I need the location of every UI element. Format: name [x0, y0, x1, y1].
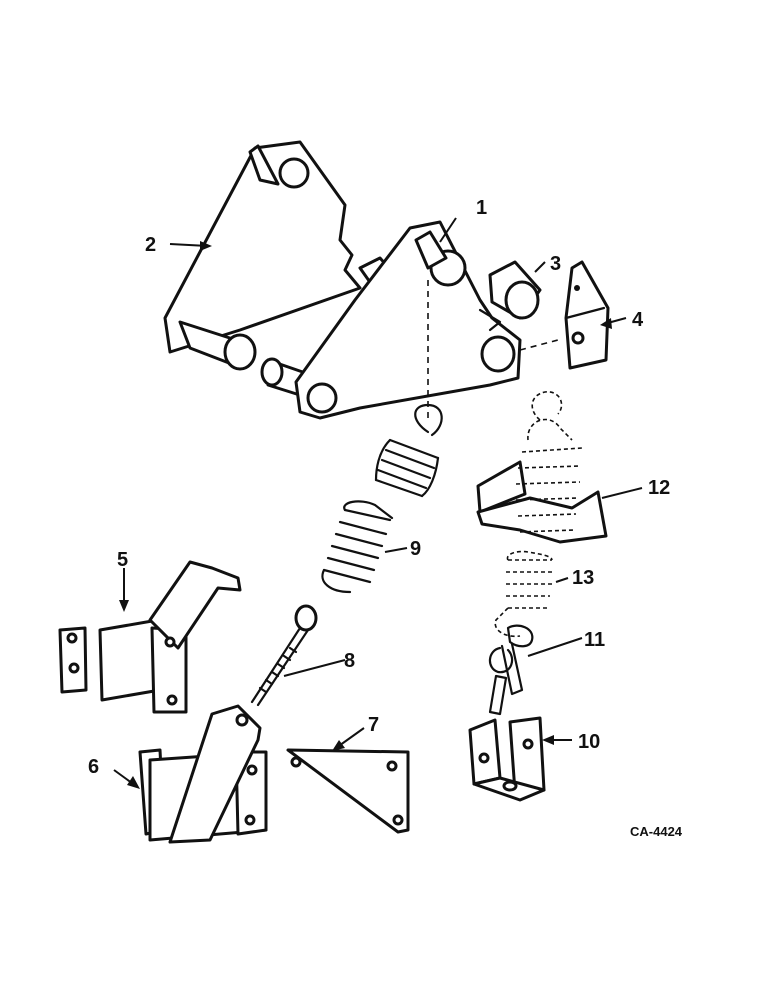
callout-1: 1: [476, 197, 487, 219]
callout-6: 6: [88, 756, 99, 778]
part-3-bushing: [488, 260, 542, 320]
callout-10: 10: [578, 731, 600, 753]
callout-9: 9: [410, 538, 421, 560]
part-13-spring: [494, 550, 553, 638]
callout-leaders: [113, 217, 643, 789]
alignment-guides: [427, 280, 559, 420]
callout-8: 8: [344, 650, 355, 672]
part-7-gusset-plate: [286, 748, 410, 834]
part-8-eye-bolt: [250, 604, 318, 707]
callout-labels: 1 2 3 4 5 6 7 8 9 10 11 12 13 CA-4424: [88, 197, 683, 839]
part-2-rear-bracket-plate: [163, 140, 362, 354]
callout-12: 12: [648, 477, 670, 499]
part-9-spring: [321, 500, 394, 594]
part-11-chain: [488, 624, 534, 716]
upper-tension-spring: [374, 403, 443, 498]
part-6-mounting-bracket: [138, 704, 268, 844]
callout-7: 7: [368, 714, 379, 736]
callout-3: 3: [550, 253, 561, 275]
drawing-code: CA-4424: [630, 824, 683, 839]
part-5-u-bracket: [58, 560, 242, 714]
callout-4: 4: [632, 309, 644, 331]
part-10-u-clip: [468, 716, 546, 802]
part-4-angle-bracket: [564, 260, 610, 370]
callout-2: 2: [145, 234, 156, 256]
callout-11: 11: [584, 629, 605, 651]
callout-5: 5: [117, 549, 128, 571]
part-12-channel-bracket: [476, 391, 608, 544]
callout-13: 13: [572, 567, 594, 589]
part-1-front-bracket-plate: [294, 220, 522, 420]
